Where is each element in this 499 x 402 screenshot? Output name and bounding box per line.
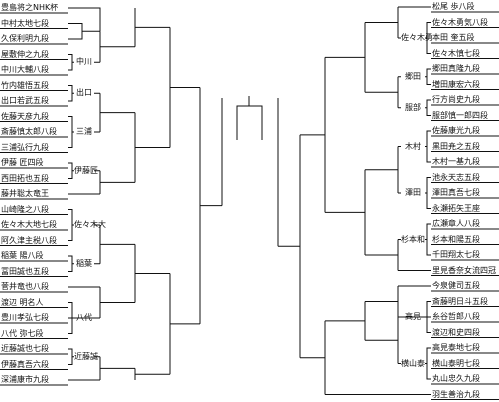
left-bracket-r1	[68, 162, 73, 179]
left-round-label: 佐々木大	[74, 220, 106, 229]
left-player-name: 三浦弘行九段	[1, 142, 49, 152]
left-bracket-r4	[169, 27, 200, 148]
right-player-name: 松尾 歩八段	[432, 2, 475, 11]
left-player-name: 阿久津主税八段	[1, 235, 57, 245]
right-bracket-r1	[426, 130, 431, 163]
left-player-name: 山崎隆之八段	[1, 204, 49, 214]
right-bracket-semi	[278, 134, 301, 358]
left-player-name: 久保利明九段	[1, 34, 49, 43]
left-player-name: 近藤誠也七段	[1, 344, 49, 353]
left-round-label: 中川	[76, 57, 92, 67]
final-bracket	[221, 98, 279, 247]
right-player-name: 木村一基九段	[432, 157, 480, 166]
left-player-name: 藤井聡太竜王	[1, 189, 49, 198]
left-round-label: 三浦	[76, 127, 92, 136]
right-player-name: 羽生善治九段	[432, 389, 480, 399]
right-player-name: 池永天志五段	[432, 172, 480, 182]
right-player-name: 渡辺和史四段	[432, 327, 480, 337]
left-player-name: 渡辺 明名人	[1, 297, 44, 307]
right-bracket-r1	[426, 347, 431, 380]
right-player-name: 本田 奎五段	[432, 33, 475, 42]
left-player-name: 竹内雄悟五段	[1, 80, 49, 90]
right-round-label: 澤田	[405, 188, 421, 197]
right-bracket-r1	[426, 223, 431, 256]
right-player-name: 郷田真隆九段	[432, 64, 480, 73]
left-round-label: 出口	[76, 88, 92, 98]
right-bracket-r1	[426, 99, 431, 116]
left-player-name: 斎藤慎太郎八段	[1, 127, 57, 136]
right-player-name: 横山泰明七段	[432, 358, 480, 368]
left-round-label: 稲葉	[76, 258, 92, 268]
right-player-name: 澤田真吾七段	[432, 188, 480, 197]
right-player-name: 今泉健司五段	[432, 281, 480, 290]
left-bracket-r1	[68, 54, 73, 71]
right-player-name: 糸谷哲郎八段	[432, 312, 480, 321]
right-player-name: 里見香奈女流四冠	[432, 265, 496, 275]
left-player-name: 冨田誠也五段	[1, 266, 49, 276]
right-bracket-r1	[426, 177, 431, 209]
left-player-name: 伊藤 匠四段	[1, 158, 44, 167]
right-player-name: 佐々木勇気八段	[432, 17, 488, 27]
right-round-label: 横山泰	[401, 358, 425, 368]
right-round-label: 佐々木勇	[401, 33, 433, 42]
right-player-name: 高見泰地七段	[432, 343, 480, 352]
right-round-label: 杉本和	[401, 234, 425, 244]
left-bracket-r1	[68, 85, 73, 102]
right-player-name: 黒田尭之五段	[432, 141, 480, 151]
left-player-name: 八代 弥七段	[1, 328, 44, 338]
right-round-label: 高見	[405, 312, 421, 321]
left-bracket-r1	[68, 348, 73, 365]
left-player-name: 菅井竜也八段	[1, 282, 49, 291]
right-player-name: 佐藤康光九段	[432, 126, 480, 135]
left-player-name: 豊島将之NHK杯	[1, 3, 59, 12]
right-player-name: 行方尚史九段	[432, 95, 480, 104]
left-player-name: 屋敷伸之九段	[1, 49, 49, 59]
right-round-label: 服部	[405, 102, 421, 112]
left-player-name: 稲葉 陽八段	[1, 251, 44, 260]
right-player-name: 千田翔太七段	[432, 250, 480, 259]
right-player-name: 丸山忠久九段	[432, 374, 480, 383]
right-round-label: 郷田	[405, 71, 421, 81]
left-player-name: 伊藤真吾六段	[1, 359, 49, 369]
left-bracket-r1	[68, 7, 101, 40]
left-player-name: 豊川孝弘七段	[1, 313, 49, 322]
right-player-name: 広瀬章人八段	[432, 219, 480, 228]
left-bracket-semi	[199, 87, 222, 324]
left-player-name: 佐々木大地七段	[1, 220, 57, 229]
left-player-name: 佐藤天彦九段	[1, 111, 49, 121]
right-player-name: 斎藤明日斗五段	[432, 296, 488, 306]
right-player-name: 永瀬拓矢王座	[432, 203, 480, 213]
right-player-name: 増田康宏六段	[432, 79, 480, 89]
left-round-label: 伊藤匠	[74, 165, 98, 175]
left-round-label: 近藤誠	[74, 351, 98, 361]
left-bracket-r4	[169, 273, 200, 375]
right-player-name: 服部慎一郎四段	[432, 110, 488, 120]
right-round-label: 木村	[405, 141, 421, 151]
left-round-label: 八代	[76, 313, 92, 322]
left-player-name: 西田拓也五段	[1, 173, 49, 183]
left-player-name: 出口若武五段	[1, 96, 49, 105]
right-player-name: 杉本和陽五段	[432, 234, 480, 244]
left-bracket-r1	[68, 116, 73, 148]
left-player-name: 中村太地七段	[1, 18, 49, 28]
left-bracket-r1	[68, 209, 73, 241]
right-bracket-r1	[426, 68, 431, 85]
left-player-name: 中川大輔八段	[1, 65, 49, 74]
left-bracket-r1	[68, 255, 73, 272]
left-player-name: 深浦康市九段	[1, 375, 49, 384]
final-bracket	[236, 105, 263, 140]
right-bracket-r4	[300, 57, 326, 213]
right-player-name: 佐々木慎七段	[432, 48, 480, 58]
